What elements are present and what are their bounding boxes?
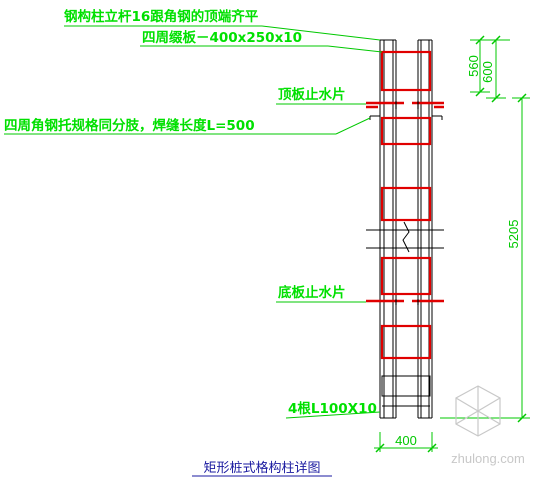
watermark-logo <box>455 385 501 437</box>
waterstop-ticks <box>395 101 419 305</box>
column-limbs <box>379 39 433 419</box>
drawing-title: 矩形桩式格构柱详图 <box>203 460 320 476</box>
dimension-5205: 5205 <box>506 220 521 249</box>
annotation-angle-support: 四周角钢托规格同分肢，焊缝长度L=500 <box>4 117 255 134</box>
dimension-400: 400 <box>395 433 417 448</box>
break-line <box>366 221 444 253</box>
annotation-batten-plate: 四周缀板－400x250x10 <box>142 29 302 46</box>
lower-batten-plates <box>381 375 431 407</box>
annotation-angle-spec: 4根L100X10 <box>288 400 377 417</box>
leader-lines <box>4 25 383 419</box>
annotation-top-waterstop: 顶板止水片 <box>278 86 346 103</box>
dimension-ticks <box>375 35 527 453</box>
dimension-560: 560 <box>466 55 481 77</box>
dimension-600: 600 <box>480 61 495 83</box>
watermark-text: zhulong.com <box>451 451 525 466</box>
top-waterstop-plate <box>366 101 444 109</box>
annotation-top-flush: 钢构柱立杆16跟角钢的顶端齐平 <box>64 8 259 25</box>
batten-plates <box>380 50 432 360</box>
angle-supports <box>369 115 443 128</box>
annotation-bottom-waterstop: 底板止水片 <box>278 284 346 301</box>
